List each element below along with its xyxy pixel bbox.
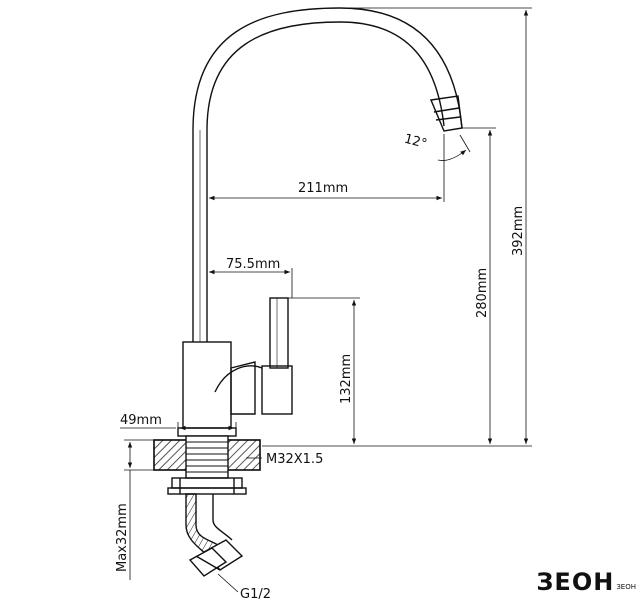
dim-mount-thickness: Max32mm	[115, 503, 130, 572]
dim-spout-reach: 211mm	[298, 181, 348, 196]
dim-body-offset: 75.5mm	[226, 257, 280, 272]
brand-logo: ЗЕОН ЗЕОН	[536, 570, 636, 594]
dimension-lines	[120, 7, 532, 593]
brand-logo-text: ЗЕОН	[536, 568, 615, 596]
dim-thread: M32X1.5	[266, 452, 323, 467]
brand-logo-subtext: ЗЕОН	[616, 583, 636, 591]
dim-handle-height: 132mm	[339, 354, 354, 404]
dim-base-width: 49mm	[120, 413, 162, 428]
dim-total-height: 392mm	[511, 206, 526, 256]
dim-spout-angle: 12°	[402, 132, 428, 152]
dim-spout-height: 280mm	[475, 268, 490, 318]
dim-hose-thread: G1/2	[240, 587, 271, 600]
faucet-body	[153, 7, 463, 577]
